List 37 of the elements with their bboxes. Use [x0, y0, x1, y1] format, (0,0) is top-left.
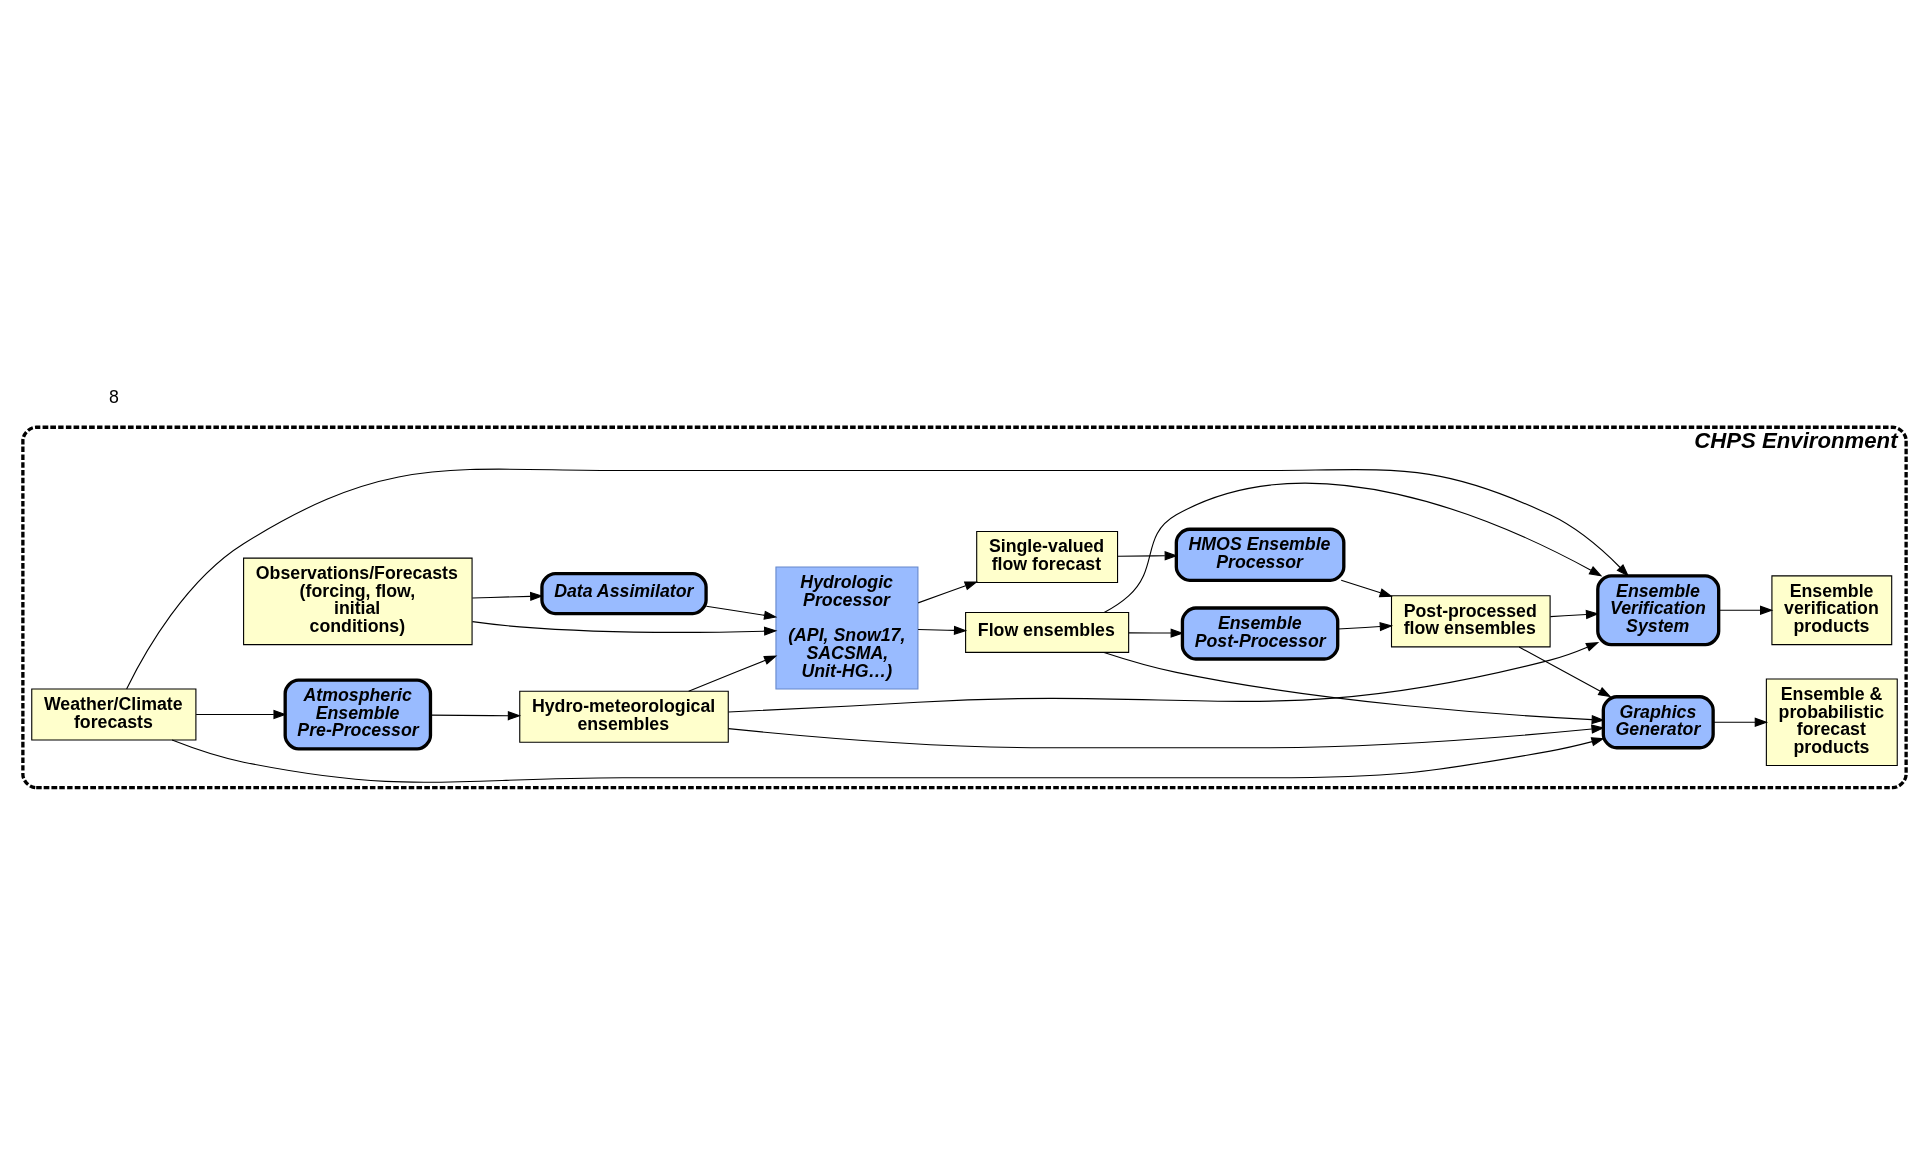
arrow	[1117, 551, 1178, 561]
arrow	[727, 724, 1605, 749]
arrow	[917, 625, 968, 636]
node-box: Ensemble & probabilistic forecast products	[1765, 678, 1898, 767]
arrow	[705, 605, 778, 620]
node-box: Hydro-meteorological ensembles	[519, 690, 729, 743]
arrow	[1718, 605, 1774, 615]
node-box: Post-processed flow ensembles	[1390, 595, 1551, 648]
arrow	[471, 621, 778, 636]
label: 8	[108, 386, 119, 407]
arrow	[727, 642, 1600, 713]
node-box: Ensemble Post-Processor	[1180, 606, 1340, 661]
node-box: HMOS Ensemble Processor	[1174, 527, 1346, 582]
node-box: Single-valued flow forecast	[976, 530, 1119, 584]
arrow	[1340, 579, 1393, 598]
arrow	[1713, 717, 1769, 727]
arrow	[471, 591, 544, 601]
node-box: Weather/Climate forecasts	[31, 688, 197, 741]
arrow	[1128, 628, 1184, 638]
arrow	[688, 655, 778, 692]
arrow	[195, 709, 287, 720]
node-box: Hydrologic Processor (API, Snow17, SACSMA, Unit-HG…)	[775, 566, 919, 690]
node-box: Data Assimilator	[540, 571, 708, 616]
arrow	[1103, 483, 1603, 613]
node-box: Flow ensembles	[965, 611, 1130, 653]
node-box: Ensemble verification products	[1771, 575, 1893, 646]
arrow	[430, 711, 522, 721]
node-box: Ensemble Verification System	[1596, 574, 1721, 647]
arrow	[1337, 621, 1394, 632]
arrow	[1518, 646, 1612, 698]
arrow	[1549, 609, 1600, 620]
node-box: Atmospheric Ensemble Pre-Processor	[283, 678, 433, 751]
node-box: Graphics Generator	[1601, 695, 1715, 750]
arrow	[171, 737, 1605, 783]
arrow	[1103, 651, 1605, 725]
arrow	[917, 581, 978, 604]
node-box: Observations/Forecasts (forcing, flow, initial conditions)	[243, 557, 473, 646]
